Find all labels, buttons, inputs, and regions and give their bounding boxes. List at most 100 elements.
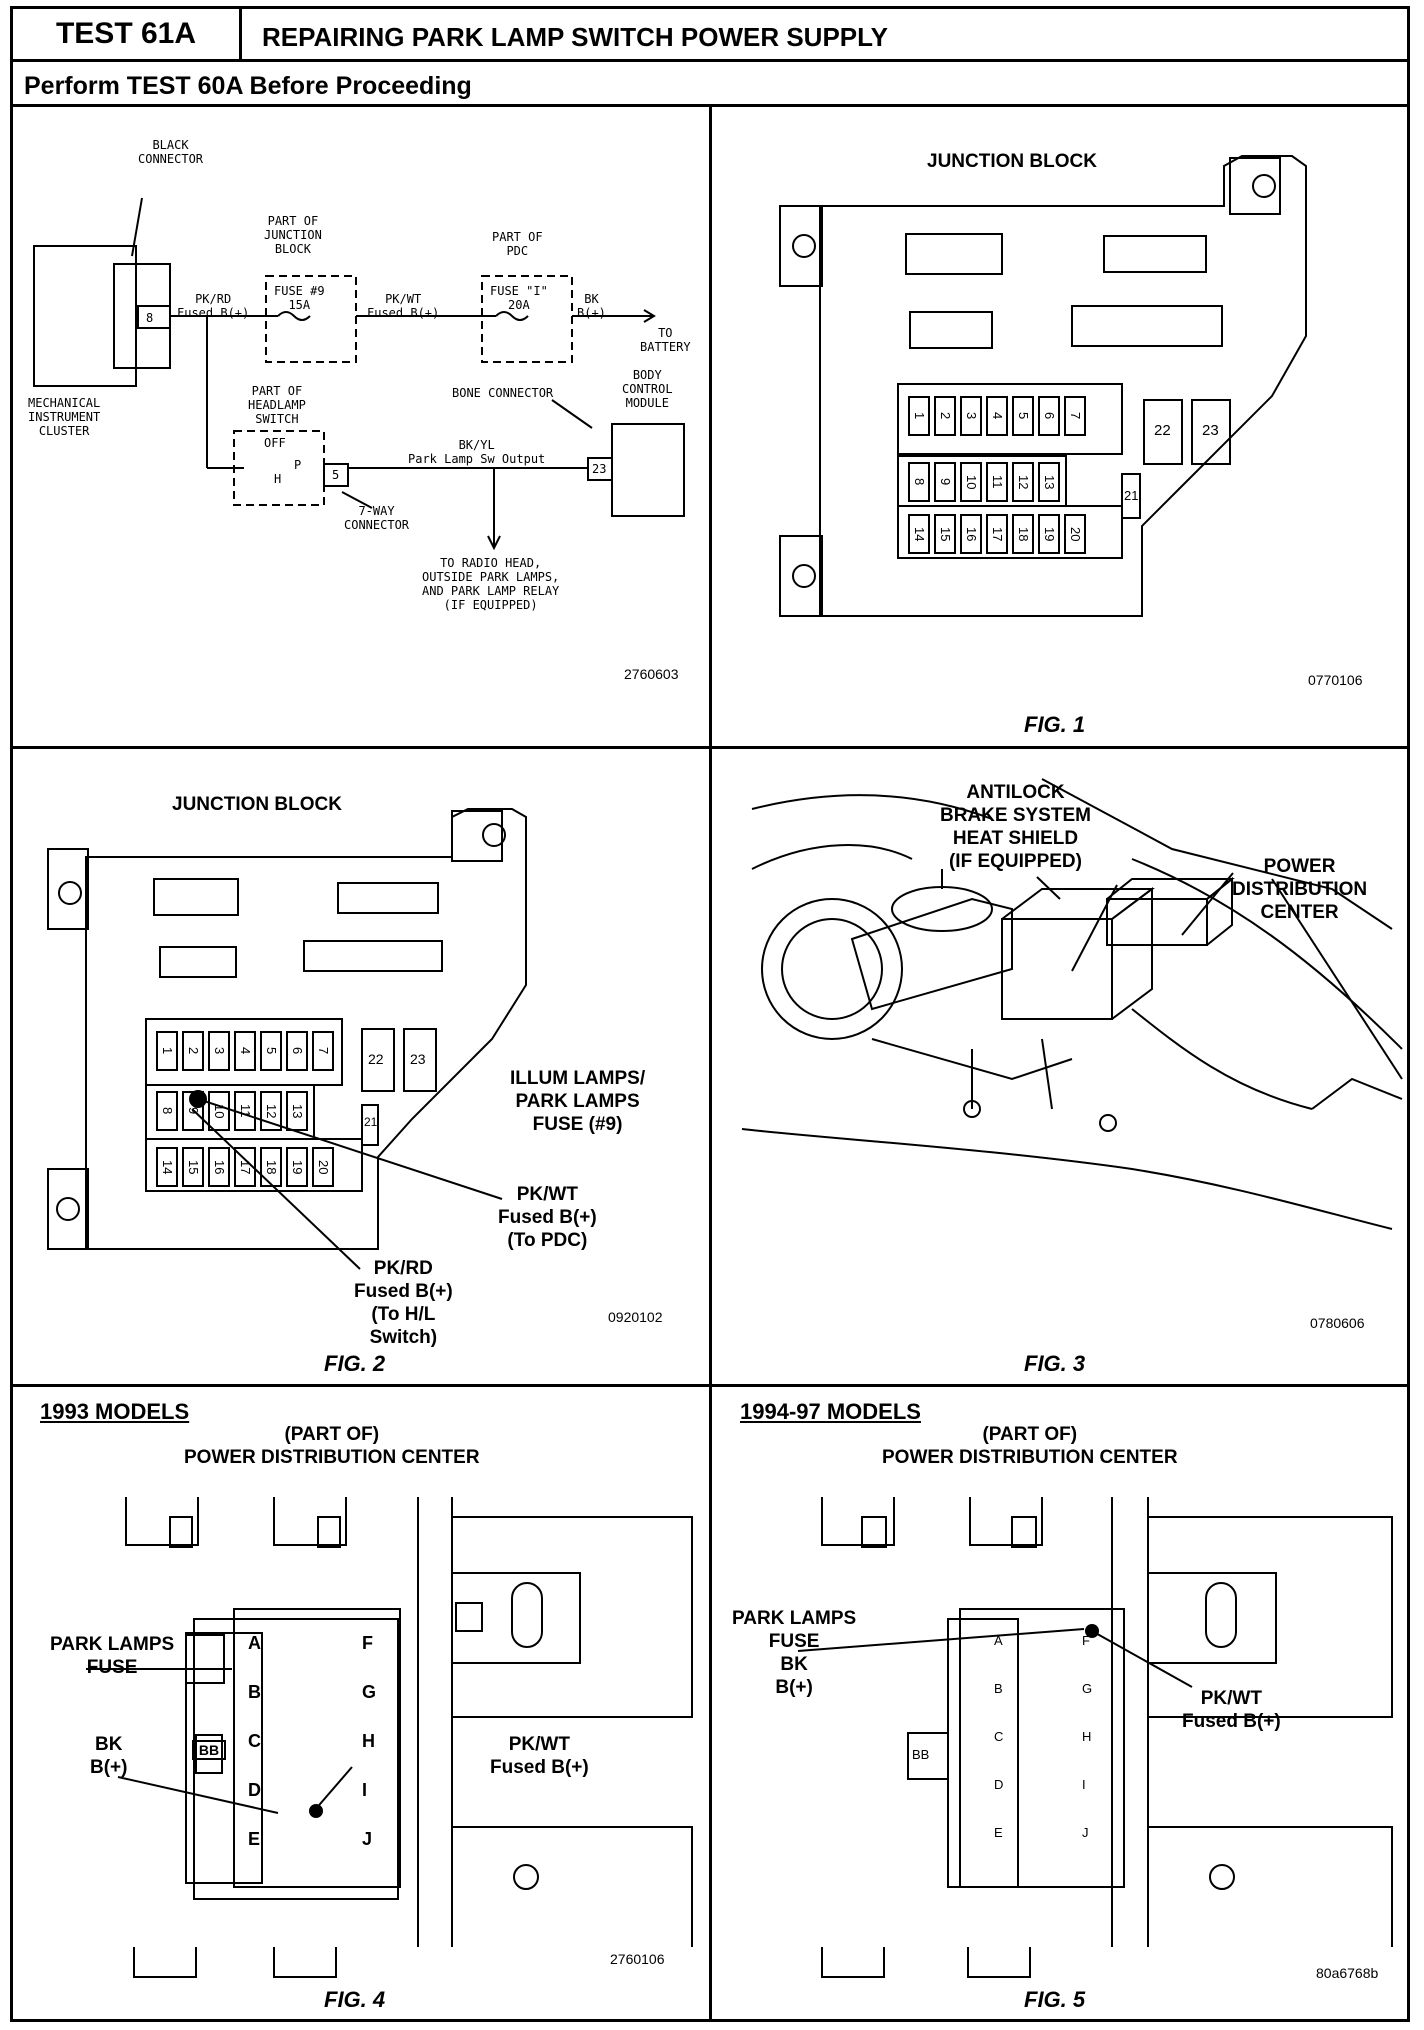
- pdc-heading: (PART OF) POWER DISTRIBUTION CENTER: [184, 1424, 480, 1468]
- page-subtitle: Perform TEST 60A Before Proceeding: [24, 72, 472, 100]
- park-lamps-fuse-label: PARK LAMPS FUSE: [50, 1634, 175, 1678]
- fuse-j: J: [1082, 1825, 1089, 1840]
- fuse-13: 13: [286, 1091, 308, 1131]
- fuse-6: 6: [286, 1031, 308, 1071]
- figure-code: 0770106: [1308, 672, 1363, 688]
- pdc-fuse-layout: [86, 1497, 693, 1978]
- figure-label: FIG. 4: [324, 1987, 386, 2012]
- radio-head-label: TO RADIO HEAD, OUTSIDE PARK LAMPS, AND P…: [422, 556, 560, 612]
- bk-wire-label: BK B(+): [577, 292, 606, 320]
- fuse-1: 1: [908, 396, 930, 436]
- models-heading: 1993 MODELS: [40, 1399, 190, 1424]
- pkwt-wire-label: PK/WT Fused B(+): [367, 292, 440, 320]
- fuse-d: D: [248, 1780, 261, 1800]
- pdc-label: PART OF PDC: [492, 230, 543, 258]
- fuse-1: 1: [156, 1031, 178, 1071]
- fuse-11: 11: [234, 1091, 256, 1131]
- bkyl-wire-label: BK/YL Park Lamp Sw Output: [408, 438, 546, 466]
- fuse-8: 8: [908, 462, 930, 502]
- fuse-2: 2: [182, 1031, 204, 1071]
- fuse-f: F: [1082, 1633, 1090, 1648]
- fuse-7: 7: [312, 1031, 334, 1071]
- fuse-row: 14 15 16 17 18 19 20: [156, 1147, 334, 1187]
- pkwt-callout: PK/WT Fused B(+): [490, 1734, 589, 1778]
- fuse-2: 2: [934, 396, 956, 436]
- fuse-e: E: [994, 1825, 1003, 1840]
- pkrd-wire-label: PK/RD Fused B(+): [177, 292, 250, 320]
- fuse-row: 8 9 10 11 12 13: [908, 462, 1060, 502]
- test-id: TEST 61A: [10, 6, 242, 62]
- fuse-c: C: [248, 1731, 261, 1751]
- park-lamps-fuse-label: PARK LAMPS FUSE BK B(+): [732, 1608, 857, 1698]
- fuse-row: 1 2 3 4 5 6 7: [156, 1031, 334, 1071]
- fuse-row: 8 9 10 11 12 13: [156, 1091, 308, 1131]
- seven-way-connector-label: 7-WAY CONNECTOR: [344, 504, 410, 532]
- fuse-23: 23: [410, 1051, 426, 1067]
- fuse-6: 6: [1038, 396, 1060, 436]
- fuse-12: 12: [260, 1091, 282, 1131]
- fig1-title: JUNCTION BLOCK: [927, 151, 1097, 172]
- fuse-c: C: [994, 1729, 1004, 1744]
- pkwt-callout: PK/WT Fused B(+) (To PDC): [498, 1184, 597, 1251]
- figure-code: 80a6768b: [1316, 1965, 1379, 1981]
- junction-block-label: PART OF JUNCTION BLOCK: [264, 214, 322, 256]
- fuse-i: I: [1082, 1777, 1086, 1792]
- pkrd-callout: PK/RD Fused B(+) (To H/L Switch): [354, 1258, 453, 1348]
- fuse-8: 8: [156, 1091, 178, 1131]
- fuse-15: 15: [182, 1147, 204, 1187]
- fuse-column-left: A B C D E: [994, 1633, 1003, 1840]
- fuse-3: 3: [960, 396, 982, 436]
- figure-label: FIG. 3: [1024, 1351, 1086, 1376]
- schematic-lines: [33, 197, 685, 551]
- bb-block: BB: [912, 1747, 930, 1762]
- fuse-21: 21: [364, 1115, 378, 1129]
- fig2-title: JUNCTION BLOCK: [172, 794, 342, 815]
- fuse-d: D: [994, 1777, 1004, 1792]
- bk-callout: BK B(+): [90, 1734, 128, 1778]
- fuse-b: B: [248, 1682, 261, 1702]
- fuse-row: 1 2 3 4 5 6 7: [908, 396, 1086, 436]
- fuse-j: J: [362, 1829, 373, 1849]
- fuse-5: 5: [260, 1031, 282, 1071]
- fig2-junction-block: JUNCTION BLOCK 1 2 3 4: [12, 749, 709, 1384]
- pkwt-callout: PK/WT Fused B(+): [1182, 1688, 1281, 1732]
- figure-label: FIG. 1: [1024, 712, 1086, 737]
- divider: [709, 104, 712, 2022]
- fuse-22: 22: [1154, 422, 1171, 439]
- instrument-cluster-label: MECHANICAL INSTRUMENT CLUSTER: [28, 396, 101, 438]
- headlamp-switch-label: PART OF HEADLAMP SWITCH: [248, 384, 306, 426]
- fuse-3: 3: [208, 1031, 230, 1071]
- fuse-11: 11: [986, 462, 1008, 502]
- fuse-b: B: [994, 1681, 1003, 1696]
- fuse-column-right: F G H I J: [362, 1633, 376, 1850]
- fuse-column-left: A B C D E: [248, 1633, 261, 1850]
- switch-off-label: OFF: [264, 436, 286, 450]
- figure-label: FIG. 2: [324, 1351, 386, 1376]
- fuse-12: 12: [1012, 462, 1034, 502]
- pin-label: 5: [332, 468, 340, 482]
- figure-label: FIG. 5: [1024, 1987, 1086, 2012]
- fuse-22: 22: [368, 1051, 384, 1067]
- wiring-schematic: BLACK CONNECTOR PART OF JUNCTION BLOCK P…: [12, 106, 709, 746]
- fuse-17: 17: [986, 514, 1008, 554]
- fuse-e: E: [248, 1829, 261, 1849]
- fuse-g: G: [1082, 1681, 1093, 1696]
- fuse-a: A: [248, 1633, 261, 1653]
- fuse-14: 14: [908, 514, 930, 554]
- fuse-21: 21: [1124, 488, 1139, 503]
- figure-code: 0780606: [1310, 1315, 1365, 1331]
- figure-code: 0920102: [608, 1309, 663, 1325]
- fuse-23: 23: [1202, 422, 1219, 439]
- engine-bay-drawing: [741, 778, 1403, 1230]
- fig4-pdc-1993: 1993 MODELS (PART OF) POWER DISTRIBUTION…: [12, 1387, 709, 2022]
- fuse-g: G: [362, 1682, 377, 1702]
- fuse-i: I: [362, 1780, 368, 1800]
- models-heading: 1994-97 MODELS: [740, 1399, 921, 1424]
- switch-p-label: P: [294, 458, 302, 472]
- fuse-h: H: [1082, 1729, 1092, 1744]
- fuse-18: 18: [1012, 514, 1034, 554]
- fig5-pdc-1994-97: 1994-97 MODELS (PART OF) POWER DISTRIBUT…: [712, 1387, 1408, 2022]
- fuse-a: A: [994, 1633, 1003, 1648]
- fuse-10: 10: [960, 462, 982, 502]
- bcm-label: BODY CONTROL MODULE: [622, 368, 673, 410]
